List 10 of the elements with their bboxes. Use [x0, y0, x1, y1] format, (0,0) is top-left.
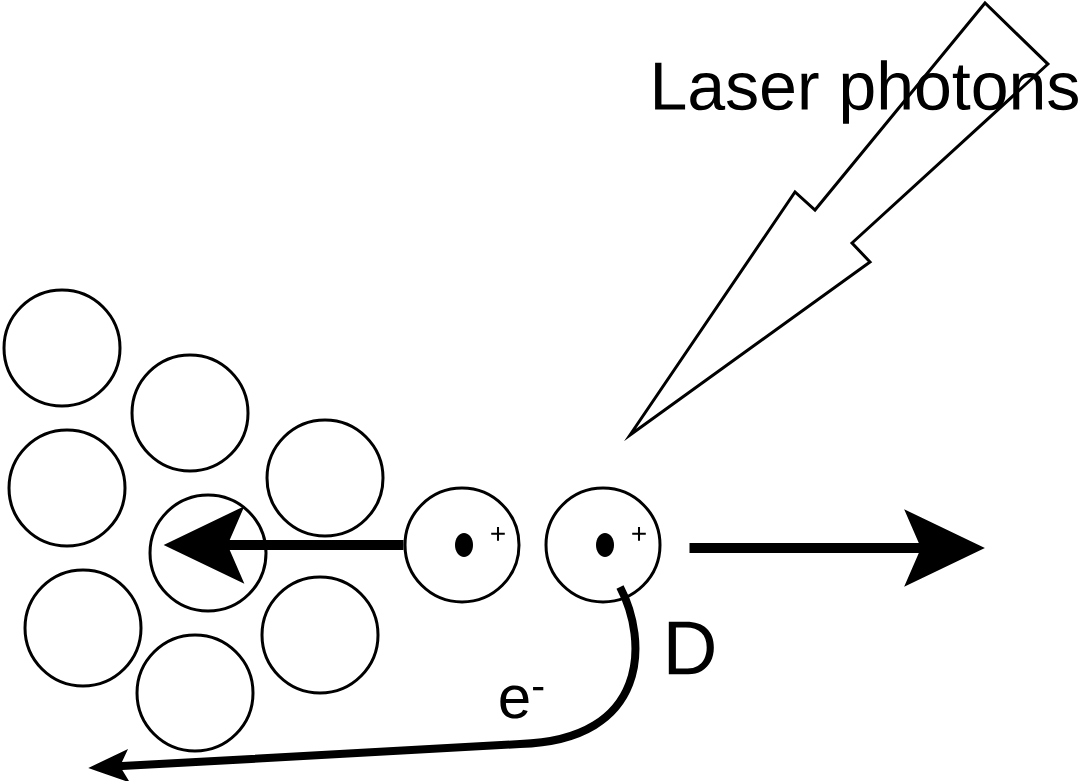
atom-circle: [130, 353, 250, 473]
letter-label: D: [668, 621, 714, 675]
atom-circle: [7, 428, 127, 548]
atom-circle: [265, 418, 385, 538]
atom-circle: [23, 568, 143, 688]
atom-circle: [2, 288, 122, 408]
atom-circle: [260, 575, 380, 695]
edge-label: e$^{-}$: [500, 685, 544, 719]
atom-circle: [148, 493, 268, 613]
atom-circle: [135, 633, 255, 753]
